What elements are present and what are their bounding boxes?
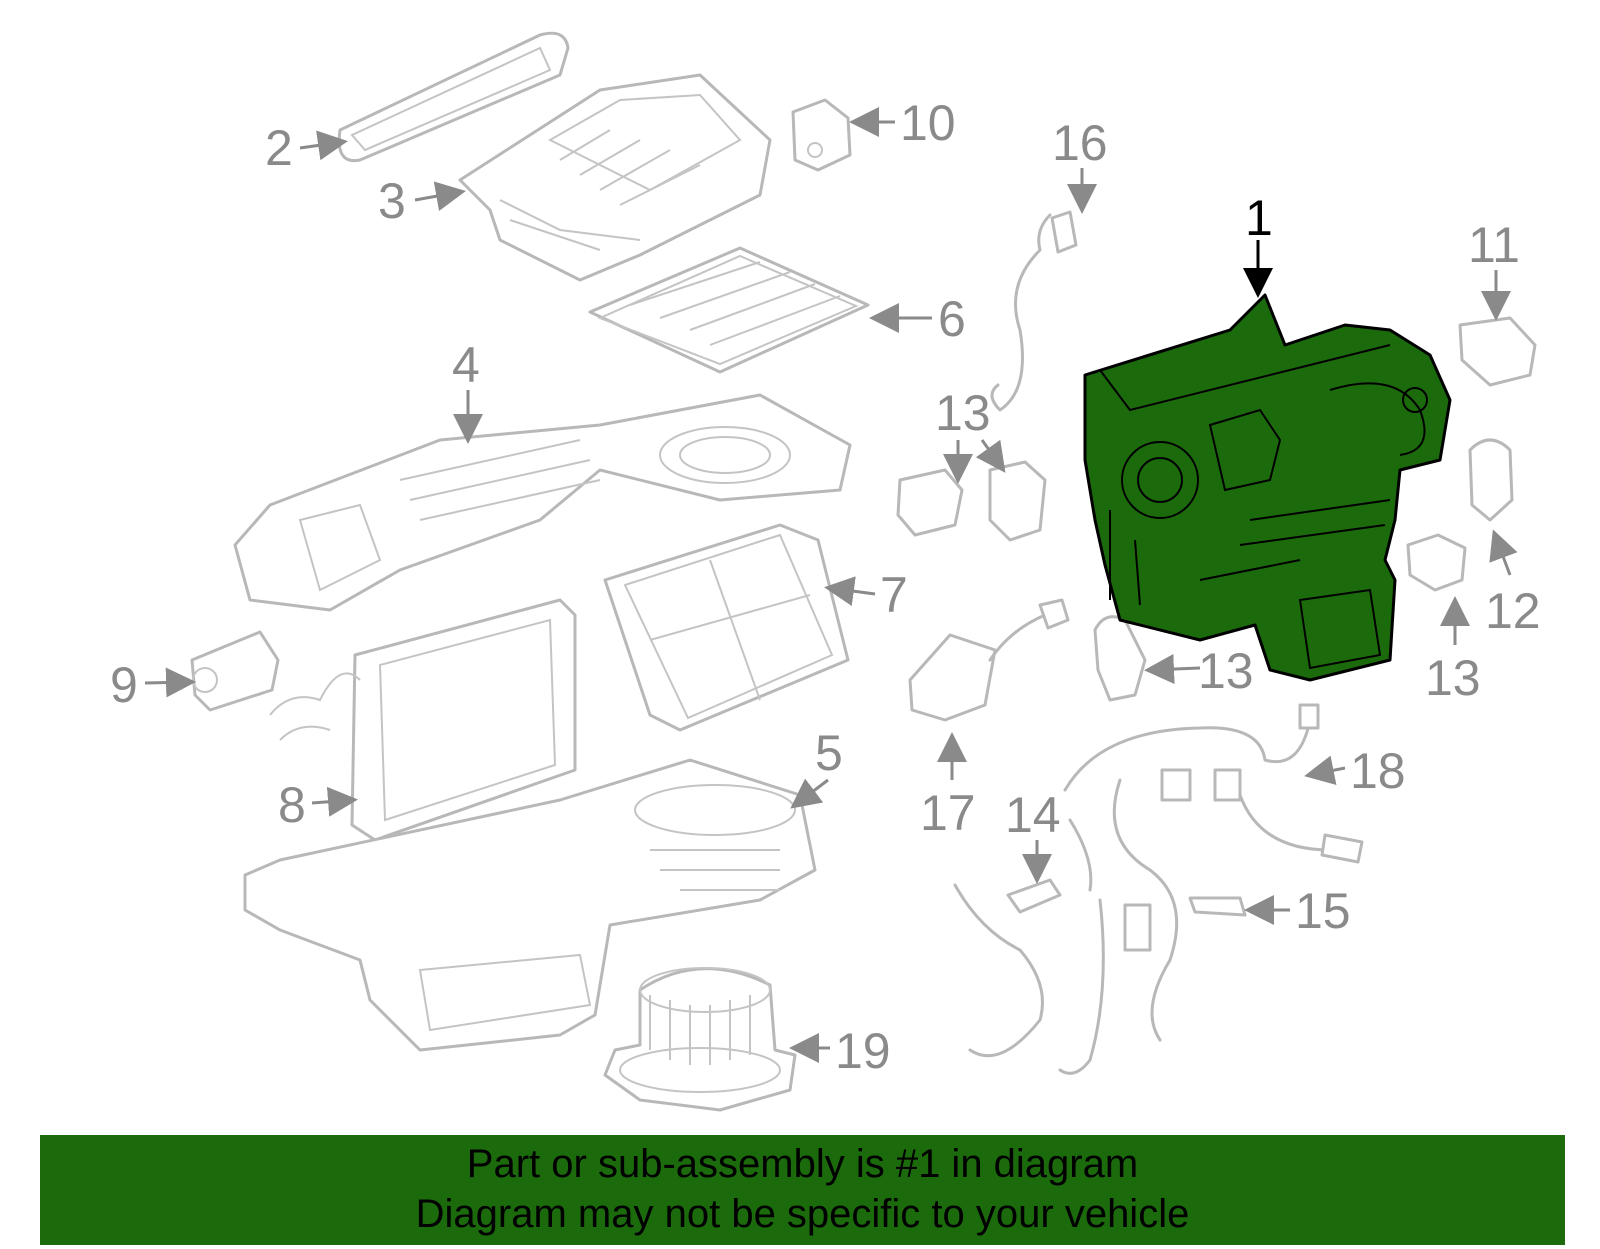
arrow-12 xyxy=(1489,529,1518,576)
part-7-evaporator xyxy=(603,523,850,732)
callout-10: 10 xyxy=(900,95,956,151)
callout-13c: 13 xyxy=(1425,650,1481,706)
callout-5: 5 xyxy=(815,725,843,781)
arrow-5 xyxy=(790,778,829,809)
part-19-blower-motor xyxy=(603,967,797,1112)
banner-line-part-number: Part or sub-assembly is #1 in diagram xyxy=(466,1142,1139,1186)
callout-9: 9 xyxy=(110,657,138,713)
part-1-hvac-module-assembly xyxy=(1083,293,1452,682)
callout-19: 19 xyxy=(835,1023,891,1079)
callout-3: 3 xyxy=(378,173,406,229)
part-13-actuator-d xyxy=(1406,533,1467,592)
callout-15: 15 xyxy=(1295,883,1351,939)
part-14-bracket xyxy=(1006,878,1062,914)
parts-diagram: 1 2 3 4 5 6 7 8 9 10 11 12 13 13 13 14 1… xyxy=(110,31,1541,1112)
part-3-case-upper xyxy=(458,73,772,282)
arrow-13b xyxy=(975,439,1006,473)
info-banner: Part or sub-assembly is #1 in diagram Di… xyxy=(40,1135,1565,1245)
arrow-8 xyxy=(311,786,358,817)
callout-16: 16 xyxy=(1052,115,1108,171)
callout-1: 1 xyxy=(1245,190,1273,246)
part-17-harness-module xyxy=(908,598,1070,722)
part-6-cabin-filter xyxy=(588,246,870,374)
callout-11: 11 xyxy=(1468,217,1520,273)
arrow-2 xyxy=(299,130,348,161)
callout-12: 12 xyxy=(1485,583,1541,639)
part-13-actuator-b xyxy=(988,460,1047,542)
arrow-3 xyxy=(414,181,466,211)
callout-7: 7 xyxy=(880,567,908,623)
callout-14: 14 xyxy=(1005,787,1061,843)
part-12-sensor xyxy=(1468,438,1514,522)
banner-line-disclaimer: Diagram may not be specific to your vehi… xyxy=(415,1192,1190,1236)
arrow-18 xyxy=(1304,755,1346,786)
callout-2: 2 xyxy=(265,120,293,176)
callout-17: 17 xyxy=(920,785,976,841)
part-9-sensor xyxy=(190,630,280,712)
part-18-wiring-harness xyxy=(953,703,1364,1075)
callout-13a: 13 xyxy=(935,385,991,441)
part-11-actuator xyxy=(1458,316,1537,387)
part-15-clip xyxy=(1188,896,1247,917)
part-5-case-lower xyxy=(243,758,817,1052)
callout-13b: 13 xyxy=(1198,643,1254,699)
part-10-actuator xyxy=(791,98,852,172)
arrow-13c xyxy=(1144,654,1201,685)
part-13-actuator-a xyxy=(896,468,964,537)
arrow-9 xyxy=(144,667,196,698)
part-13-actuator-c xyxy=(1093,615,1147,702)
callout-6: 6 xyxy=(938,291,966,347)
callout-4: 4 xyxy=(452,337,480,393)
arrow-7 xyxy=(824,576,876,607)
callout-18: 18 xyxy=(1350,743,1406,799)
callout-8: 8 xyxy=(278,777,306,833)
part-8-heater-core xyxy=(269,598,577,842)
part-16-sensor-wire xyxy=(990,210,1078,412)
